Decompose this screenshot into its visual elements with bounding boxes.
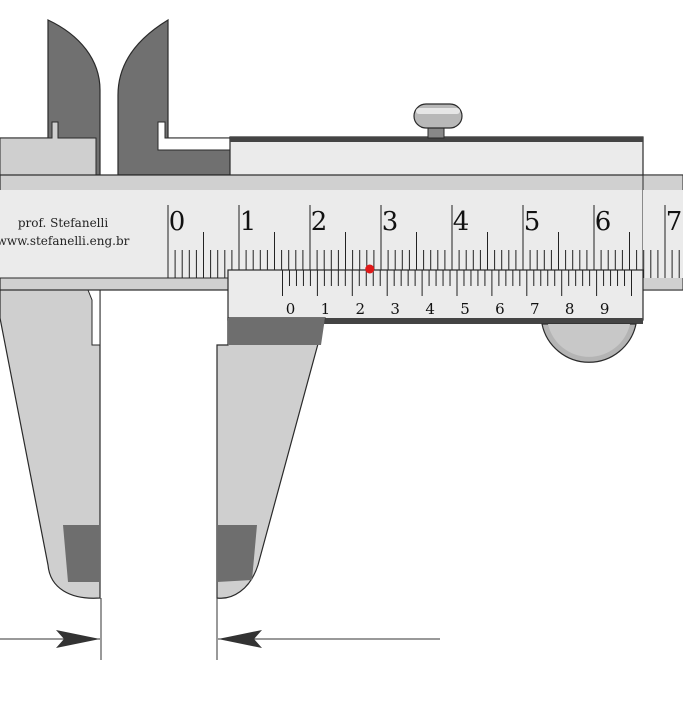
main-scale-labels: 0 1 2 3 4 5 6 7 <box>169 207 683 237</box>
main-scale-label: 0 <box>169 207 186 237</box>
vernier-scale-label: 3 <box>390 300 400 318</box>
coincidence-indicator <box>365 264 375 274</box>
credit-website: www.stefanelli.eng.br <box>0 234 130 248</box>
vernier-scale-label: 0 <box>286 300 296 318</box>
vernier-scale-label: 7 <box>530 300 540 318</box>
vernier-scale-ticks <box>282 270 632 296</box>
sliding-upper-jaw-step <box>157 121 233 151</box>
credit-author: prof. Stefanelli <box>18 216 109 230</box>
vernier-scale-label: 9 <box>600 300 610 318</box>
sliding-upper-jaw <box>117 18 233 176</box>
vernier-plate <box>227 269 644 321</box>
main-scale-label: 1 <box>240 207 257 237</box>
vernier-scale-labels: 0 1 2 3 4 5 6 7 8 9 <box>286 300 610 318</box>
vernier-scale-label: 4 <box>425 300 435 318</box>
main-scale-face <box>0 190 683 278</box>
main-scale-label: 5 <box>524 207 541 237</box>
sliding-jaw-tip <box>217 525 257 582</box>
main-scale-label: 4 <box>453 207 470 237</box>
vernier-scale-label: 5 <box>460 300 470 318</box>
main-scale-label: 6 <box>595 207 612 237</box>
fixed-upper-jaw <box>0 19 101 176</box>
vernier-scale-label: 6 <box>495 300 505 318</box>
vernier-scale-label: 8 <box>565 300 575 318</box>
fixed-jaw-tip <box>63 525 100 582</box>
fixed-lower-jaw <box>0 277 101 599</box>
right-arrow <box>218 630 262 648</box>
main-scale-label: 7 <box>666 207 683 237</box>
sliding-jaw-band <box>228 318 325 345</box>
vernier-scale-label: 1 <box>321 300 331 318</box>
lock-screw-head <box>413 103 463 129</box>
left-arrow <box>56 630 100 648</box>
vernier-scale-label: 2 <box>356 300 366 318</box>
main-scale-label: 3 <box>382 207 399 237</box>
main-scale-label: 2 <box>311 207 328 237</box>
